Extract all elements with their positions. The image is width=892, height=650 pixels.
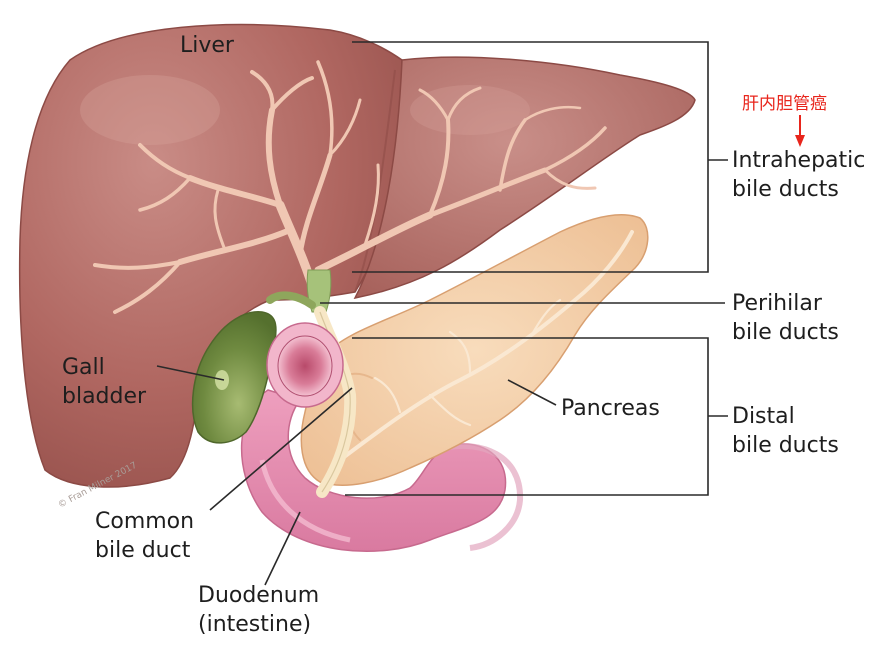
label-common-bile-duct-line2: bile duct	[95, 538, 191, 563]
gallbladder	[191, 291, 316, 444]
label-distal-line2: bile ducts	[732, 433, 839, 458]
leader-lines	[156, 41, 805, 586]
label-distal-line1: Distal	[732, 404, 795, 429]
label-duodenum-line2: (intestine)	[198, 612, 311, 637]
label-gallbladder-line2: bladder	[62, 384, 147, 409]
gallbladder-leader	[156, 365, 225, 381]
duodenum-opening	[266, 322, 344, 408]
common-bile-duct-leader	[209, 387, 353, 511]
intrahepatic-bracket	[352, 41, 709, 273]
label-gallbladder-line1: Gall	[62, 355, 105, 380]
duodenum-leader	[264, 511, 301, 586]
label-liver: Liver	[180, 33, 235, 58]
label-perihilar-line2: bile ducts	[732, 320, 839, 345]
annotation-chinese: 肝内胆管癌	[742, 94, 827, 114]
label-pancreas: Pancreas	[561, 396, 660, 421]
label-intrahepatic-line1: Intrahepatic	[732, 148, 865, 173]
label-common-bile-duct-line1: Common	[95, 509, 194, 534]
label-perihilar-line1: Perihilar	[732, 291, 823, 316]
label-intrahepatic-line2: bile ducts	[732, 177, 839, 202]
label-duodenum-line1: Duodenum	[198, 583, 319, 608]
pancreas-leader	[507, 379, 557, 406]
